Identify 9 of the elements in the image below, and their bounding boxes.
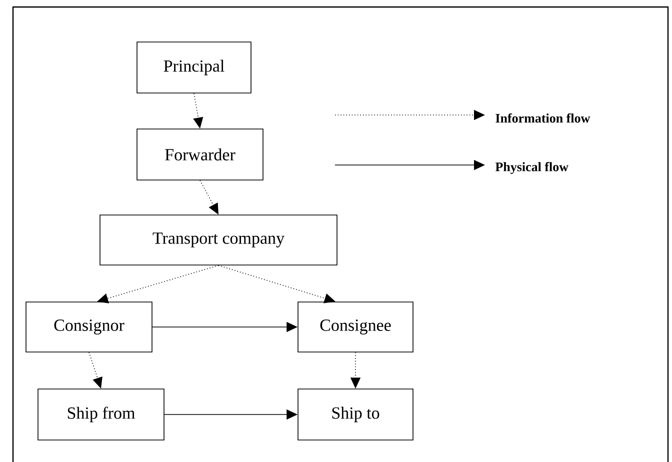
process-box: Consignee <box>298 302 414 352</box>
process-box: Ship to <box>298 388 414 440</box>
process-box: Ship from <box>38 388 164 440</box>
process-box: Principal <box>136 42 252 94</box>
legend-text: Physical flow <box>495 162 568 174</box>
process-box: Transport company <box>100 214 338 266</box>
legend-text: Information flow <box>496 113 590 123</box>
process-box: Forwarder <box>136 128 264 180</box>
process-box: Consignor <box>26 302 152 352</box>
